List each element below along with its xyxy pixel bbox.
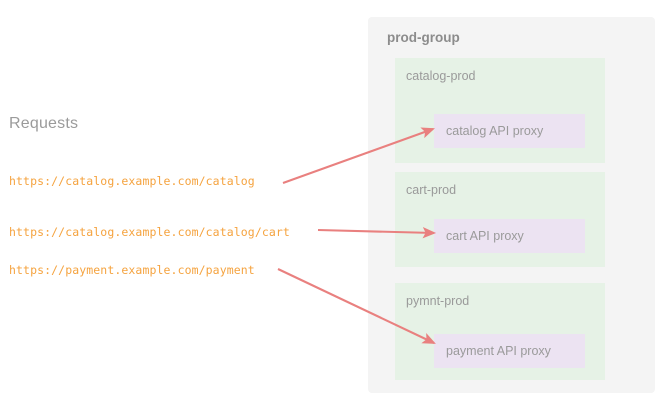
request-url-catalog: https://catalog.example.com/catalog bbox=[9, 174, 255, 188]
request-url-payment: https://payment.example.com/payment bbox=[9, 263, 255, 277]
prod-group-panel: prod-group catalog-prod catalog API prox… bbox=[368, 17, 655, 393]
proxy-box-catalog: catalog API proxy bbox=[434, 114, 585, 148]
requests-heading: Requests bbox=[9, 115, 79, 132]
group-title-cart-prod: cart-prod bbox=[406, 183, 457, 197]
proxy-box-cart: cart API proxy bbox=[434, 219, 585, 253]
group-pymnt-prod: pymnt-prod payment API proxy bbox=[395, 283, 605, 380]
group-title-catalog-prod: catalog-prod bbox=[406, 69, 476, 83]
group-cart-prod: cart-prod cart API proxy bbox=[395, 172, 605, 267]
proxy-label-cart: cart API proxy bbox=[446, 229, 524, 243]
request-url-catalog-cart: https://catalog.example.com/catalog/cart bbox=[9, 225, 290, 239]
proxy-label-catalog: catalog API proxy bbox=[446, 124, 544, 138]
proxy-label-payment: payment API proxy bbox=[446, 344, 551, 358]
proxy-box-payment: payment API proxy bbox=[434, 334, 585, 368]
group-catalog-prod: catalog-prod catalog API proxy bbox=[395, 58, 605, 163]
group-title-pymnt-prod: pymnt-prod bbox=[406, 294, 470, 308]
prod-group-title: prod-group bbox=[387, 30, 460, 45]
